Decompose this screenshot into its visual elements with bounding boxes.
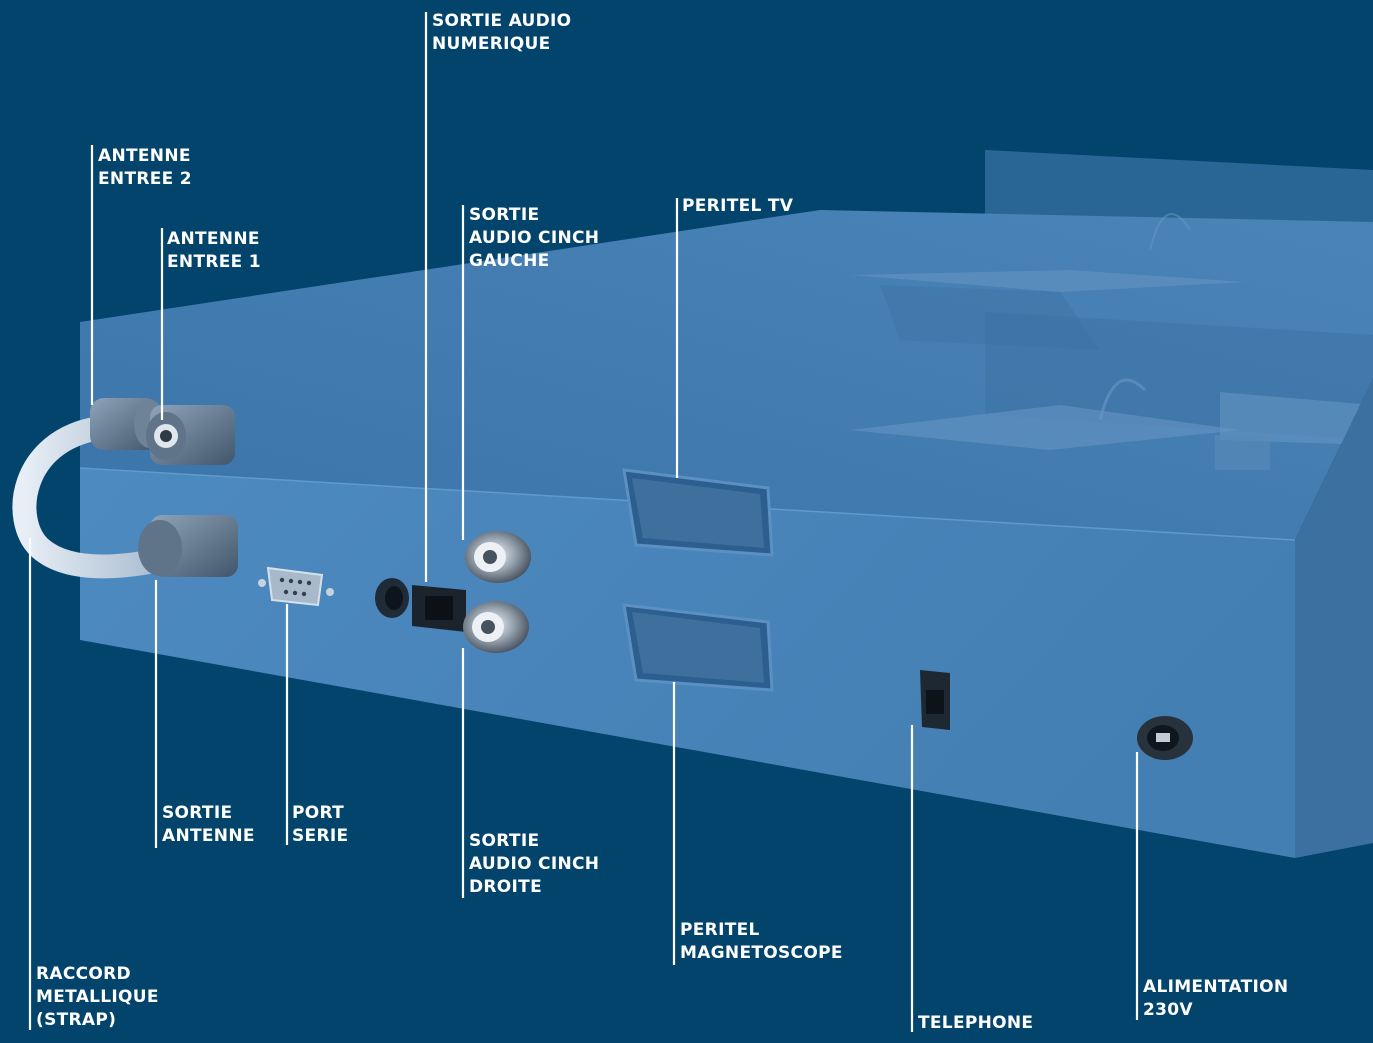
label-peritel-magnetoscope: PERITEL MAGNETOSCOPE bbox=[680, 920, 843, 963]
label-sortie-audio-cinch-gauche: SORTIE AUDIO CINCH GAUCHE bbox=[469, 205, 600, 271]
rca-right-jack bbox=[463, 601, 529, 653]
label-antenne-entree-1: ANTENNE ENTREE 1 bbox=[167, 229, 261, 272]
optical-digital-connector bbox=[412, 585, 466, 632]
box-rear-wall bbox=[985, 150, 1373, 230]
power-socket bbox=[1137, 716, 1193, 760]
label-alimentation-230v: ALIMENTATION 230V bbox=[1143, 977, 1289, 1020]
label-raccord-metallique: RACCORD METALLIQUE (STRAP) bbox=[36, 964, 159, 1030]
label-antenne-entree-2: ANTENNE ENTREE 2 bbox=[98, 146, 192, 189]
label-telephone: TELEPHONE bbox=[918, 1013, 1034, 1033]
label-sortie-audio-numerique: SORTIE AUDIO NUMERIQUE bbox=[432, 11, 572, 54]
scart-vcr-connector bbox=[622, 603, 774, 692]
antenna-input-1-connector bbox=[146, 405, 235, 465]
strap-cable bbox=[12, 416, 172, 579]
rca-left-jack bbox=[465, 531, 531, 583]
coaxial-digital-jack bbox=[375, 578, 409, 618]
box-right-face bbox=[1295, 378, 1373, 858]
label-sortie-antenne: SORTIE ANTENNE bbox=[162, 803, 255, 846]
label-peritel-tv: PERITEL TV bbox=[682, 196, 794, 216]
scart-tv-connector bbox=[622, 468, 774, 557]
label-port-serie: PORT SERIE bbox=[292, 803, 349, 846]
telephone-jack bbox=[920, 670, 950, 730]
label-sortie-audio-cinch-droite: SORTIE AUDIO CINCH DROITE bbox=[469, 831, 600, 897]
serial-port-connector bbox=[258, 566, 334, 607]
antenna-output-connector bbox=[138, 515, 238, 577]
